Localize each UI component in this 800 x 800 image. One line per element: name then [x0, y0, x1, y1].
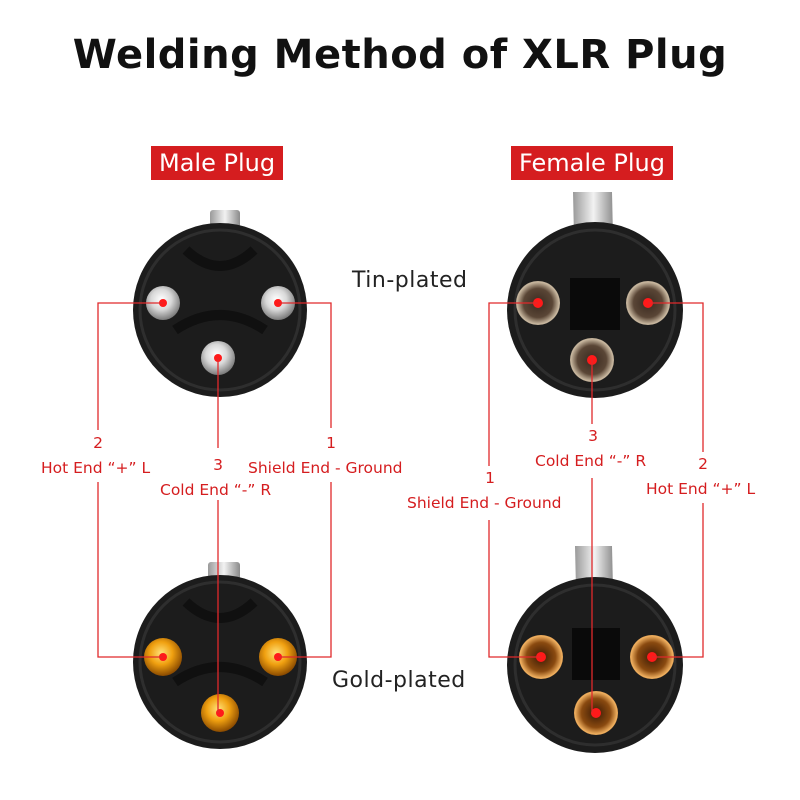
male-pin3-desc: Cold End “-” R [160, 481, 272, 499]
male-pin1-number: 1 [326, 434, 336, 452]
female-pin3-number: 3 [588, 427, 598, 445]
connection-lines [97, 302, 704, 713]
female-pin2-line [648, 302, 704, 658]
male-pin2-number: 2 [93, 434, 103, 452]
male-pin3-number: 3 [213, 456, 223, 474]
male-gold-plug [133, 562, 307, 749]
female-pin2-desc: Hot End “+” L [646, 480, 756, 498]
male-pin2-line [97, 302, 163, 658]
gold-plated-label: Gold-plated [332, 668, 466, 693]
male-pin1-line [278, 302, 332, 658]
male-plug-tag: Male Plug [151, 146, 284, 180]
female-pin1-desc: Shield End - Ground [407, 494, 562, 512]
tin-plated-label: Tin-plated [352, 268, 468, 293]
male-pin2-desc: Hot End “+” L [41, 459, 151, 477]
page-title: Welding Method of XLR Plug [72, 32, 728, 78]
female-tin-plug [507, 192, 683, 398]
dot [591, 708, 601, 718]
dot [216, 709, 224, 717]
female-gold-plug [507, 546, 683, 753]
female-pin3-desc: Cold End “-” R [535, 452, 647, 470]
female-pin2-number: 2 [698, 455, 708, 473]
male-pin1-desc: Shield End - Ground [248, 459, 403, 477]
female-pin1-line [488, 302, 541, 658]
female-pin1-number: 1 [485, 469, 495, 487]
female-plug-tag: Female Plug [511, 146, 673, 180]
